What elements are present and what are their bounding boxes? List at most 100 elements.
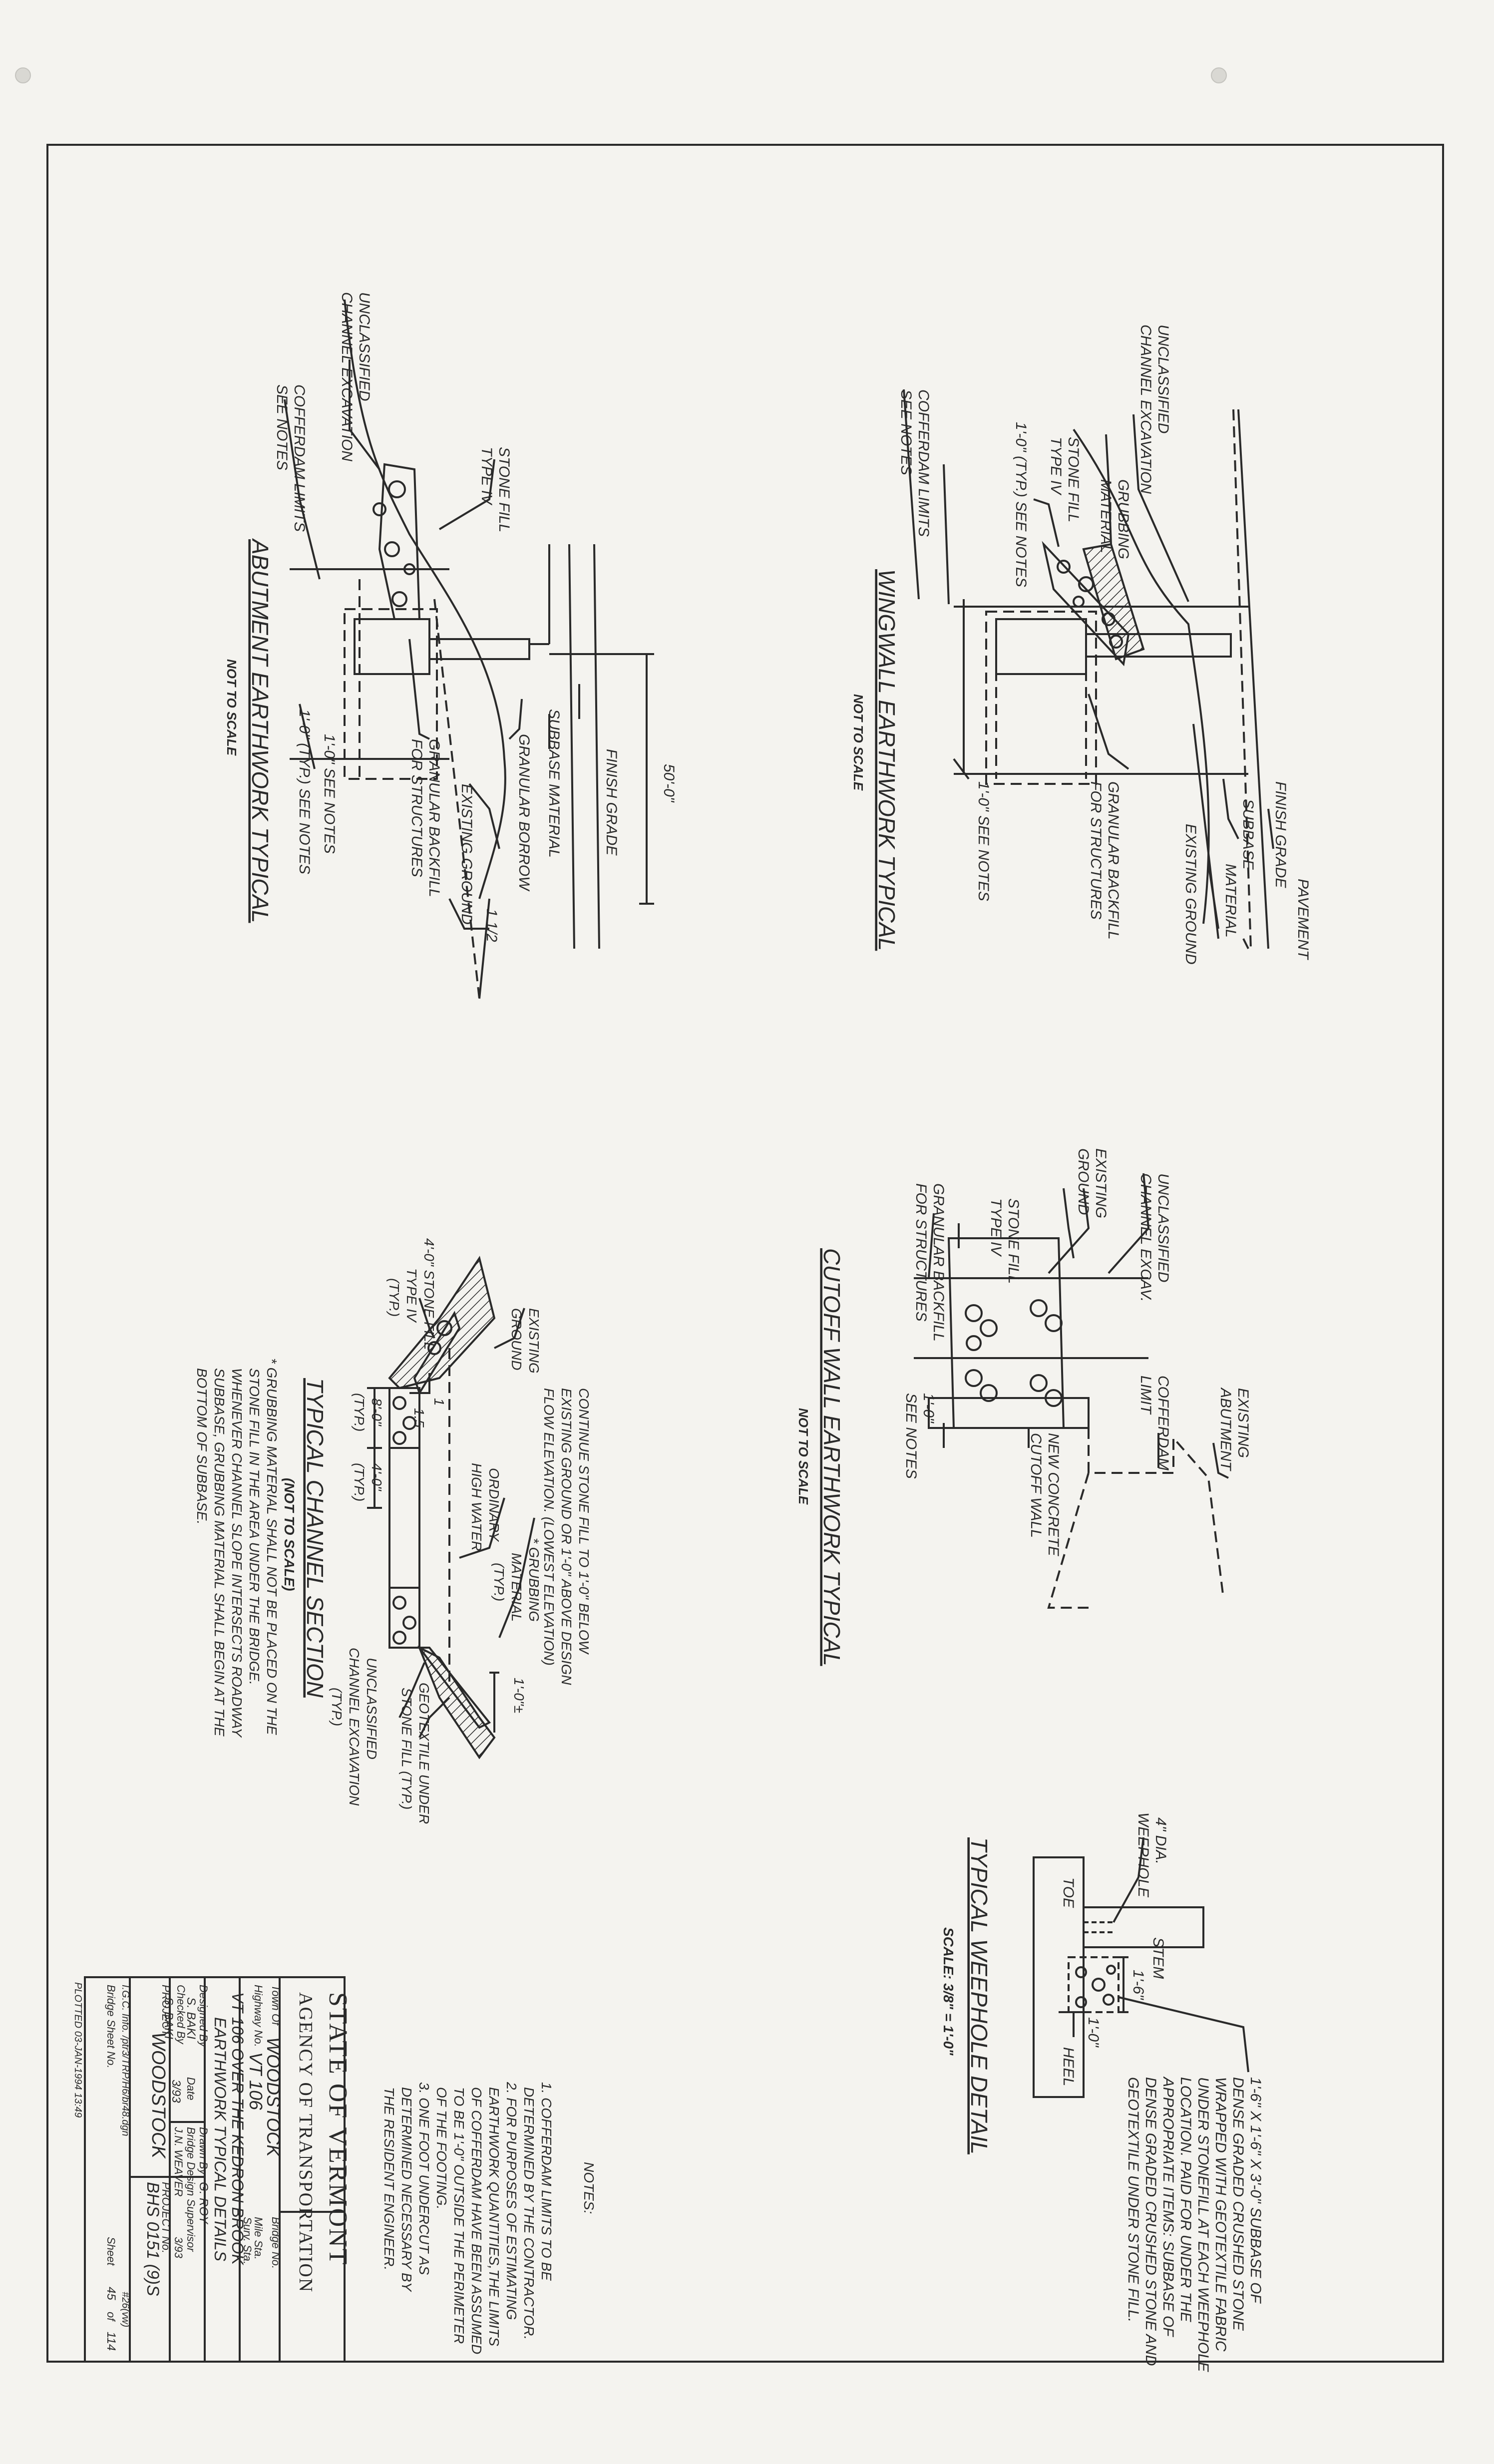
cutoff-label-newconcrete: NEW CONCRETE	[1045, 1433, 1062, 1557]
wingwall-label-structures: FOR STRUCTURES	[1088, 781, 1104, 920]
channel-label-highwater: HIGH WATER	[469, 1463, 484, 1551]
note-3b: DETERMINED NECESSARY BY	[399, 2087, 414, 2293]
cutoff-label-stonefill: STONE FILL	[1005, 1198, 1022, 1284]
tb-date1: 3/93	[169, 2080, 183, 2103]
weephole-spec-8: GEOTEXTILE UNDER STONE FILL.	[1125, 2077, 1141, 2322]
weephole-label-dia: 4" DIA.	[1152, 1817, 1169, 1864]
weephole-label-stem: STEM	[1150, 1937, 1166, 1979]
tb-file: I.G.C. Info. /ptr3/TRP/H6/br48.dgn	[120, 1985, 131, 2136]
tb-project: WOODSTOCK	[148, 2032, 169, 2159]
cutoff-label-cofferdam: COFFERDAM	[1155, 1376, 1171, 1470]
weephole-spec-4: UNDER STONEFILL AT EACH WEEPHOLE	[1195, 2077, 1211, 2373]
tb-sheet: Sheet	[105, 2237, 117, 2266]
wingwall-label-grubbing: GRUBBING	[1115, 479, 1131, 559]
weephole-spec-2: DENSE GRADED CRUSHED STONE	[1230, 2077, 1246, 2331]
channel-label-slope: 1.5	[411, 1408, 427, 1427]
channel-label-typeiv: TYPE IV	[404, 1268, 419, 1323]
weephole-spec-5: LOCATION. PAID FOR UNDER THE	[1177, 2077, 1194, 2323]
cutoff-title-block: CUTOFF WALL EARTHWORK TYPICAL NOT TO SCA…	[796, 1248, 845, 1666]
tb-checker: S. BAKI	[162, 1997, 175, 2039]
weephole-label-heel: HEEL	[1060, 2047, 1077, 2086]
cutoff-label-seenotes: SEE NOTES	[903, 1393, 919, 1479]
cutoff-scale: NOT TO SCALE	[796, 1408, 811, 1505]
weephole-spec-3: WRAPPED WITH GEOTEXTILE FABRIC	[1212, 2077, 1229, 2352]
tb-bridge-sheet: Bridge Sheet No.	[105, 1985, 117, 2069]
wingwall-label-channel: CHANNEL EXCAVATION	[1137, 325, 1154, 494]
cutoff-label-channel: CHANNEL EXCAV.	[1137, 1173, 1154, 1302]
tb-town: WOODSTOCK	[263, 2037, 284, 2157]
channel-note-5: BOTTOM OF SUBBASE.	[194, 1368, 210, 1524]
cutoff-label-typeiv: TYPE IV	[988, 1198, 1004, 1257]
weephole-title: TYPICAL WEEPHOLE DETAIL	[966, 1837, 992, 2154]
note-2e: OF THE FOOTING.	[434, 2087, 449, 2209]
cutoff-label-existing: EXISTING	[1093, 1148, 1109, 1218]
cutoff-label-ground: GROUND	[1075, 1148, 1092, 1215]
channel-label-one: 1	[431, 1398, 447, 1406]
wingwall-label-stonefill: STONE FILL	[1065, 437, 1082, 522]
channel-label-continue2: EXISTING GROUND OR 1'-0" ABOVE DESIGN	[559, 1388, 574, 1685]
weephole-title-block: TYPICAL WEEPHOLE DETAIL SCALE: 3/8" = 1'…	[941, 1837, 992, 2154]
wingwall-label-typ: 1'-0" (TYP.) SEE NOTES	[1013, 422, 1029, 587]
channel-note-2: STONE FILL IN THE AREA UNDER THE BRIDGE.	[247, 1368, 262, 1685]
abutment-label-existing: EXISTING GROUND	[458, 784, 475, 925]
wingwall-title: WINGWALL EARTHWORK TYPICAL	[874, 569, 900, 951]
cutoff-label-structures: FOR STRUCTURES	[913, 1183, 929, 1322]
abutment-scale: NOT TO SCALE	[224, 659, 239, 756]
abutment-label-stonefill: STONE FILL	[496, 447, 512, 532]
wingwall-label-pavement: PAVEMENT	[1295, 879, 1311, 961]
channel-note-3: WHENEVER CHANNEL SLOPE INTERSECTS ROADWA…	[229, 1368, 245, 1738]
wingwall-label-unclassified: UNCLASSIFIED	[1155, 325, 1171, 433]
tb-project-label: PROJECT	[160, 1985, 172, 2037]
cutoff-label-granular: GRANULAR BACKFILL	[930, 1183, 947, 1342]
weephole-label-dim1: 1'-6"	[1130, 1970, 1146, 2000]
abutment-section	[284, 299, 654, 999]
wingwall-label-material: MATERIAL	[1222, 864, 1239, 938]
wingwall-label-seenotes: 1'-0" SEE NOTES	[975, 781, 992, 901]
abutment-label-typ: 1'-0" (TYP.) SEE NOTES	[296, 709, 313, 874]
weephole-spec-1: 1'-6" X 1'-6" X 3'-0" SUBBASE OF	[1247, 2077, 1264, 2304]
channel-label-dim8: 8'-0"	[369, 1398, 384, 1426]
channel-label-grubbing: * GRUBBING	[526, 1538, 542, 1622]
tb-drawn: Drawn By	[197, 2127, 210, 2175]
tb-date2: 3/93	[172, 2237, 185, 2259]
cutoff-title: CUTOFF WALL EARTHWORK TYPICAL	[819, 1248, 845, 1666]
cutoff-label-abutment: ABUTMENT	[1217, 1387, 1234, 1472]
tb-mile-sta: Mile Sta.	[252, 2217, 265, 2260]
tb-date-label: Date	[185, 2077, 197, 2100]
channel-title-block: TYPICAL CHANNEL SECTION (NOT TO SCALE)	[282, 1378, 328, 1698]
channel-label-ordinary: ORDINARY	[486, 1468, 502, 1542]
wingwall-labels: UNCLASSIFIED CHANNEL EXCAVATION GRUBBING…	[898, 325, 1311, 965]
tb-supervisor: J.N. WEAVER	[172, 2126, 185, 2196]
title-block	[84, 1976, 346, 2363]
tb-designed: Designed By	[197, 1985, 210, 2048]
wingwall-label-subbase: SUBBASE	[1240, 799, 1256, 870]
wingwall-label-cofferdam-notes: SEE NOTES	[898, 389, 914, 475]
abutment-label-seenotes: 1'-0" SEE NOTES	[321, 734, 338, 854]
channel-note-4: SUBBASE, GRUBBING MATERIAL SHALL BEGIN A…	[212, 1368, 227, 1737]
cutoff-label-limit: LIMIT	[1137, 1376, 1154, 1415]
cutoff-section	[914, 1173, 1229, 1609]
abutment-label-finish: FINISH GRADE	[603, 749, 620, 856]
tb-project-no: BHS 0151 (9)S	[143, 2182, 162, 2296]
abutment-label-cofferdam: COFFERDAM LIMITS	[291, 384, 308, 532]
channel-section	[367, 1256, 535, 1760]
abutment-label-cofferdam-notes: SEE NOTES	[274, 384, 290, 470]
note-3c: THE RESIDENT ENGINEER.	[381, 2087, 397, 2270]
note-1a: 1. COFFERDAM LIMITS TO BE	[539, 2082, 554, 2281]
channel-label-dim4: 4'-0"	[369, 1463, 384, 1491]
wingwall-label-finish: FINISH GRADE	[1272, 781, 1289, 888]
wingwall-label-typeiv: TYPE IV	[1048, 437, 1064, 496]
sheet-border	[46, 144, 1444, 2363]
channel-label-unclassified: UNCLASSIFIED	[364, 1658, 379, 1760]
note-3a: 3. ONE FOOT UNDERCUT AS	[416, 2082, 432, 2275]
wingwall-title-block: WINGWALL EARTHWORK TYPICAL NOT TO SCALE	[851, 569, 900, 951]
tb-checked: Checked By	[175, 1985, 187, 2045]
note-2c: OF COFFERDAM HAVE BEEN ASSUMED	[469, 2087, 484, 2354]
tb-sheet-total: 114	[104, 2332, 118, 2351]
title-block-text: STATE OF VERMONT AGENCY OF TRANSPORTATIO…	[295, 1992, 352, 2293]
general-notes: NOTES: 1. COFFERDAM LIMITS TO BE DETERMI…	[381, 2082, 597, 2354]
tb-of: of	[105, 2312, 117, 2322]
tb-town-label: Town Of	[270, 1985, 282, 2027]
tb-project-no-label: PROJECT No.	[160, 2182, 172, 2253]
